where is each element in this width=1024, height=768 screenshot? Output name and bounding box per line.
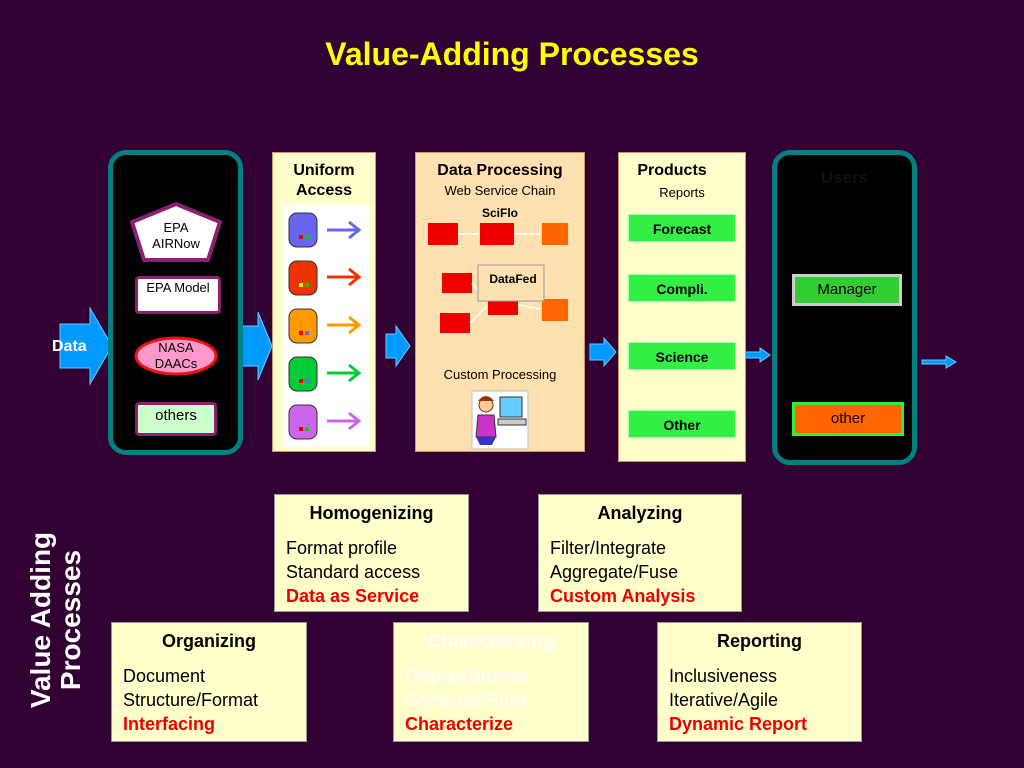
- characterizing-title: Characterizing: [428, 631, 554, 651]
- processing-subtitle: Web Service Chain: [444, 183, 556, 198]
- value-adding-side-label: Value Adding Processes: [25, 500, 86, 740]
- uniform-access-title-1: Uniform: [293, 162, 355, 179]
- analyzing-title: Analyzing: [597, 503, 683, 523]
- characterizing-line2: Compose/Fuse: [405, 690, 528, 710]
- side-label-line2: Processes: [55, 549, 86, 691]
- characterizing-box: Characterizing Display/Browse Compose/Fu…: [393, 622, 589, 742]
- homogenizing-line3: Data as Service: [286, 586, 420, 606]
- analyzing-line1: Filter/Integrate: [550, 538, 667, 558]
- source-nasa-daacs: NASA DAACs: [154, 340, 198, 371]
- connector-icon-blue: [288, 212, 362, 248]
- web-service-chain: [428, 223, 568, 333]
- data-label: Data: [52, 338, 87, 355]
- sciflo-label: SciFlo: [481, 206, 518, 220]
- product-forecast: Forecast: [628, 214, 736, 242]
- uniform-access-title-2: Access: [295, 182, 353, 199]
- connector-icon-green: [288, 356, 362, 392]
- source-epa-model: EPA Model: [135, 276, 221, 314]
- arrow-users-output: [921, 355, 957, 369]
- homogenizing-title: Homogenizing: [309, 503, 434, 523]
- data-input-arrow: [59, 306, 113, 386]
- arrow-sources-to-access: [241, 311, 273, 381]
- homogenizing-line1: Format profile: [286, 538, 398, 558]
- user-scientist: Scientist: [819, 353, 877, 370]
- person-at-computer-icon: [471, 390, 529, 450]
- homogenizing-line2: Standard access: [286, 562, 421, 582]
- user-public: Public: [825, 217, 867, 234]
- product-science: Science: [628, 342, 736, 370]
- organizing-line1: Document: [123, 666, 206, 686]
- organizing-title: Organizing: [162, 631, 256, 651]
- product-compliance: Compli.: [628, 274, 736, 302]
- arrow-products-to-users: [743, 347, 771, 363]
- organizing-box: Organizing Document Structure/Format Int…: [111, 622, 307, 742]
- connector-icon-purple: [288, 404, 362, 440]
- analyzing-box: Analyzing Filter/Integrate Aggregate/Fus…: [538, 494, 742, 612]
- products-subtitle: Reports: [659, 185, 705, 200]
- side-label-line1: Value Adding: [25, 531, 56, 709]
- analyzing-line2: Aggregate/Fuse: [550, 562, 679, 582]
- reporting-line1: Inclusiveness: [669, 666, 778, 686]
- organizing-line3: Interfacing: [123, 714, 216, 734]
- reporting-box: Reporting Inclusiveness Iterative/Agile …: [657, 622, 862, 742]
- arrow-access-to-processing: [385, 324, 411, 368]
- characterizing-line3: Characterize: [405, 714, 514, 734]
- page-title: Value-Adding Processes: [325, 36, 699, 72]
- source-others: others: [135, 402, 217, 436]
- product-other: Other: [628, 410, 736, 438]
- reporting-title: Reporting: [717, 631, 802, 651]
- datafed-label: DataFed: [489, 272, 537, 286]
- processing-title: Data Processing: [437, 162, 563, 179]
- characterizing-line1: Display/Browse: [405, 666, 530, 686]
- reporting-line3: Dynamic Report: [669, 714, 808, 734]
- connector-icon-orange: [288, 308, 362, 344]
- reporting-line2: Iterative/Agile: [669, 690, 779, 710]
- connector-icons: [283, 205, 369, 447]
- homogenizing-box: Homogenizing Format profile Standard acc…: [274, 494, 469, 612]
- connector-icon-red: [288, 260, 362, 296]
- epa-airnow-pentagon: [129, 201, 223, 262]
- users-title: Users: [820, 168, 869, 187]
- products-title: Products: [637, 162, 707, 179]
- source-epa-airnow: EPA AIRNow: [152, 220, 200, 251]
- custom-processing-label: Custom Processing: [443, 367, 557, 382]
- user-manager: Manager: [792, 274, 902, 306]
- uniform-access-panel: Uniform Access: [272, 152, 376, 452]
- arrow-processing-to-products: [589, 336, 617, 368]
- organizing-line2: Structure/Format: [123, 690, 259, 710]
- nasa-daacs-ellipse: [134, 336, 218, 376]
- analyzing-line3: Custom Analysis: [550, 586, 696, 606]
- user-other: other: [792, 402, 904, 436]
- data-processing-panel: Data Processing Web Service Chain SciFlo…: [415, 152, 585, 452]
